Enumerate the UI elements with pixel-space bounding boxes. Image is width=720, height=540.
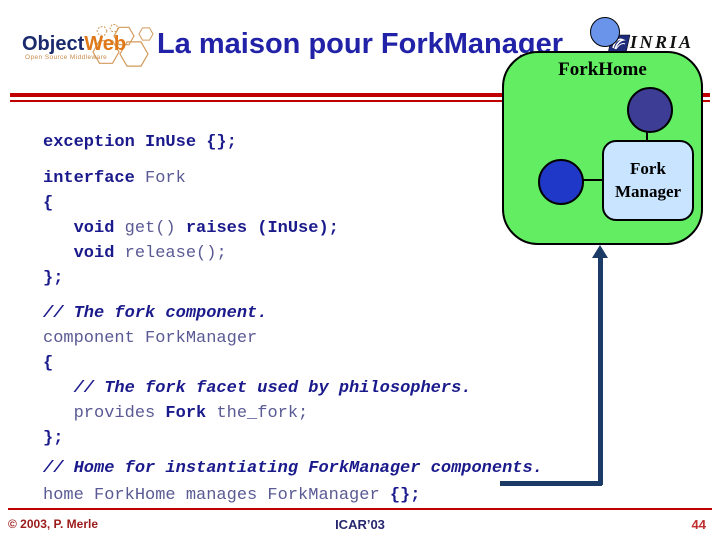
objectweb-hexagons-icon — [92, 24, 154, 67]
code-text: exception InUse {}; — [43, 133, 237, 152]
inria-label: INRIA — [630, 32, 694, 52]
code-line: }; — [43, 426, 471, 451]
code-text: provides — [43, 404, 166, 423]
manages-arrow-head-icon — [592, 245, 608, 258]
code-block: // The fork component. component ForkMana… — [43, 301, 471, 451]
objectweb-logo-web: Web — [84, 33, 127, 55]
manages-arrow-vertical — [598, 256, 603, 485]
code-text: interface — [43, 169, 146, 188]
footer-page-number: 44 — [691, 517, 706, 532]
manages-arrow-horizontal — [500, 481, 602, 486]
code-text: get() — [124, 219, 186, 238]
code-line: void release(); — [43, 241, 339, 266]
facet-connector-line — [646, 128, 648, 142]
code-text: Fork — [165, 404, 217, 423]
code-line: exception InUse {}; — [43, 130, 237, 155]
code-comment: // Home for instantiating ForkManager co… — [43, 459, 543, 478]
code-text: }; — [43, 429, 64, 448]
home-instance-circle — [590, 17, 620, 47]
receptacle-circle — [538, 159, 584, 205]
code-block: exception InUse {}; — [43, 130, 237, 155]
code-text — [43, 244, 74, 263]
code-block: interface Fork { void get() raises (InUse… — [43, 166, 339, 291]
code-text: home ForkHome manages ForkManager — [43, 486, 390, 505]
code-text: release(); — [124, 244, 227, 263]
code-comment: // The fork facet used by philosophers. — [73, 379, 472, 398]
receptacle-connector-line — [578, 179, 604, 181]
code-text: }; — [43, 269, 64, 288]
footer-rule — [8, 508, 712, 510]
code-line: }; — [43, 266, 339, 291]
code-text: Fork — [145, 169, 186, 188]
code-text — [43, 379, 74, 398]
code-text: {}; — [389, 486, 421, 505]
footer-copyright: © 2003, P. Merle — [8, 517, 99, 531]
code-line: // The fork component. — [43, 301, 471, 326]
code-line: provides Fork the_fork; — [43, 401, 471, 426]
code-line: // The fork facet used by philosophers. — [43, 376, 472, 401]
code-text: { — [43, 194, 54, 213]
code-text: raises (InUse); — [185, 219, 339, 238]
code-text: void — [73, 219, 125, 238]
code-line: interface Fork — [43, 166, 339, 191]
code-text: { — [43, 354, 54, 373]
header-rule-thick — [10, 93, 710, 97]
code-line: { — [43, 351, 471, 376]
code-text: the_fork; — [216, 404, 309, 423]
code-text: void — [73, 244, 125, 263]
objectweb-logo: ObjectWeb — [22, 33, 126, 56]
forkmanager-label: Fork Manager — [614, 159, 682, 201]
objectweb-tagline: Open Source Middleware — [25, 54, 108, 61]
footer-conference: ICAR’03 — [335, 517, 385, 532]
code-text — [43, 219, 74, 238]
header-rule-thin — [10, 100, 710, 102]
code-line: component ForkManager — [43, 326, 471, 351]
objectweb-logo-object: Object — [22, 33, 85, 55]
forkhome-label: ForkHome — [558, 59, 647, 80]
code-line: home ForkHome manages ForkManager {}; — [43, 482, 543, 509]
code-comment: // The fork component. — [43, 304, 268, 323]
facet-circle — [627, 87, 673, 133]
code-text: component ForkManager — [43, 329, 258, 348]
code-line: void get() raises (InUse); — [43, 216, 339, 241]
forkmanager-box: Fork Manager — [602, 140, 694, 221]
code-block: // Home for instantiating ForkManager co… — [43, 455, 543, 509]
page-title: La maison pour ForkManager — [156, 28, 564, 60]
code-line: // Home for instantiating ForkManager co… — [43, 455, 543, 482]
code-line: { — [43, 191, 339, 216]
